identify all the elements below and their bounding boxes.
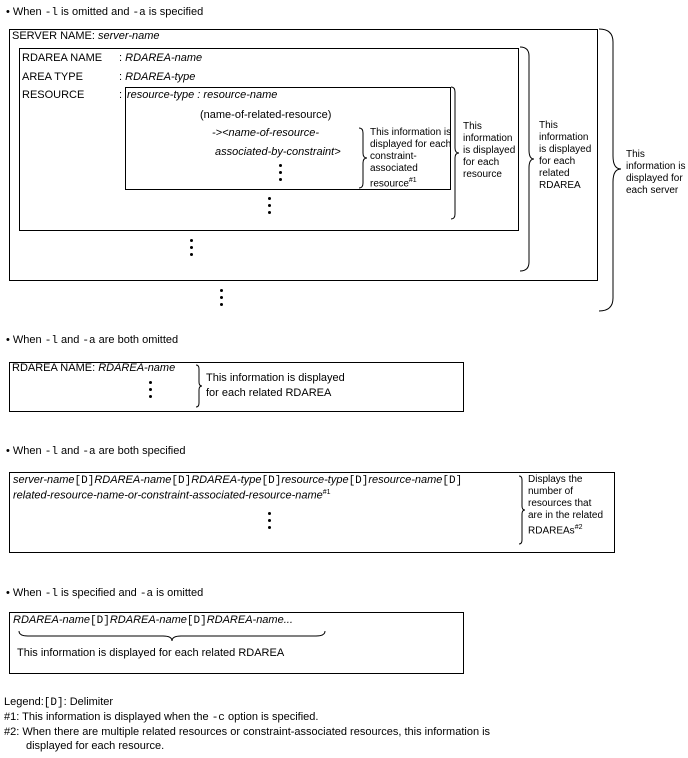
legend-note1: #1: This information is displayed when t… bbox=[4, 711, 319, 724]
section3-heading: • When -l and -a are both specified bbox=[6, 445, 186, 458]
constraint-line1: -><name-of-resource- bbox=[212, 127, 319, 139]
section2-brace bbox=[195, 364, 203, 408]
resource-box-dots bbox=[279, 164, 283, 185]
area-type-label: AREA TYPE bbox=[22, 71, 83, 83]
resource-sep: : bbox=[119, 89, 123, 101]
section1-heading: • When -l is omitted and -a is specified bbox=[6, 6, 204, 19]
note-resource: This information is displayed for each r… bbox=[463, 121, 516, 180]
server-box-dots bbox=[190, 239, 194, 260]
section2-box bbox=[9, 362, 464, 412]
section2-heading: • When -l and -a are both omitted bbox=[6, 334, 179, 347]
note-server: This information is displayed for each s… bbox=[626, 149, 686, 196]
server-box bbox=[9, 29, 598, 281]
resource-value: resource-type : resource-name bbox=[127, 89, 278, 101]
legend-line: Legend:[D]: Delimiter bbox=[4, 696, 114, 709]
section4-brace bbox=[18, 630, 326, 642]
section4-note: This information is displayed for each r… bbox=[17, 647, 285, 659]
section2-dots bbox=[149, 381, 153, 402]
constraint-brace bbox=[358, 127, 368, 189]
outer-dots bbox=[220, 289, 224, 310]
rdarea-box-dots bbox=[268, 197, 272, 218]
legend-note2-line2: displayed for each resource. bbox=[26, 740, 165, 752]
section3-brace bbox=[518, 475, 526, 545]
area-type-value: : RDAREA-type bbox=[119, 71, 196, 83]
section3-box bbox=[9, 472, 615, 553]
section2-note-line1: This information is displayed bbox=[206, 372, 345, 384]
note-rdarea: This information is displayed for each r… bbox=[539, 120, 592, 191]
rdarea-brace bbox=[519, 46, 535, 272]
rdarea-name-label: RDAREA NAME bbox=[22, 52, 103, 64]
rdarea-name-value: : RDAREA-name bbox=[119, 52, 203, 64]
section4-heading: • When -l is specified and -a is omitted bbox=[6, 587, 204, 600]
server-brace bbox=[598, 28, 622, 312]
legend-note2-line1: #2: When there are multiple related reso… bbox=[4, 726, 491, 738]
section2-note-line2: for each related RDAREA bbox=[206, 387, 332, 399]
section4-line: RDAREA-name[D]RDAREA-name[D]RDAREA-name.… bbox=[13, 614, 293, 627]
section3-line1: server-name[D]RDAREA-name[D]RDAREA-type[… bbox=[13, 474, 463, 487]
note-constraint: This information is displayed for each c… bbox=[370, 127, 452, 190]
resource-box bbox=[125, 87, 451, 190]
related-resource: (name-of-related-resource) bbox=[200, 109, 332, 121]
section3-note: Displays the number of resources that ar… bbox=[528, 474, 604, 537]
section3-dots bbox=[268, 512, 272, 533]
section2-rdarea-line: RDAREA NAME: RDAREA-name bbox=[12, 362, 176, 374]
resource-brace bbox=[450, 86, 460, 220]
server-name-line: SERVER NAME: server-name bbox=[12, 30, 160, 42]
resource-label: RESOURCE bbox=[22, 89, 85, 101]
constraint-line2: associated-by-constraint> bbox=[215, 146, 341, 158]
section3-line2: related-resource-name-or-constraint-asso… bbox=[13, 489, 331, 502]
section4-box bbox=[9, 612, 464, 674]
rdarea-box bbox=[19, 48, 519, 231]
